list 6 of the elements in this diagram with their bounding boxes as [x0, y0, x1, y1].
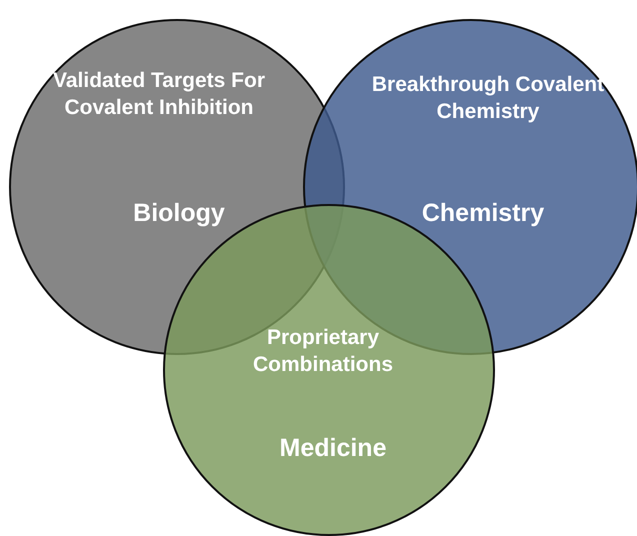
- circle-heading: Validated Targets For Covalent Inhibition: [52, 68, 266, 122]
- circle-heading: Breakthrough Covalent Chemistry: [370, 72, 606, 126]
- circle-label: Biology: [132, 198, 226, 229]
- circle-label: Medicine: [278, 433, 388, 464]
- circle-label: Chemistry: [420, 198, 546, 229]
- circle-heading: Proprietary Combinations: [252, 325, 394, 378]
